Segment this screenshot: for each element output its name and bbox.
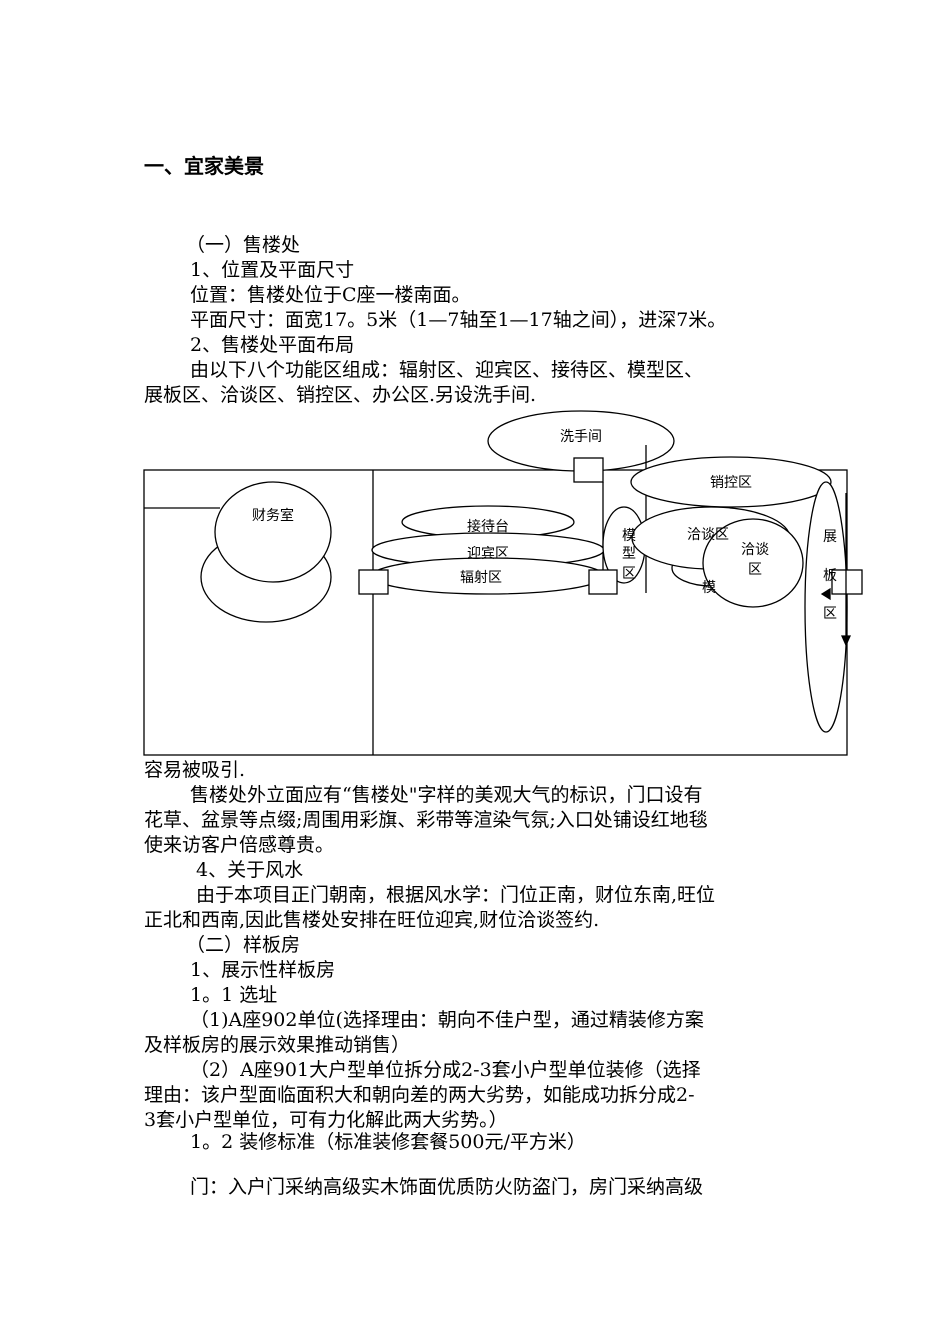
display-label: 展 xyxy=(823,529,837,545)
subsection-title: （二）样板房 xyxy=(186,934,301,956)
item-heading: 1、位置及平面尺寸 xyxy=(190,259,355,281)
reception-desk-label: 接待台 xyxy=(467,518,509,535)
arrow-down-icon xyxy=(840,635,852,647)
negotiation-label: 洽谈区 xyxy=(687,527,729,543)
door-icon xyxy=(831,569,863,595)
subsection-title: （一）售楼处 xyxy=(186,234,301,256)
model-label: 型 xyxy=(622,546,636,562)
paragraph: 理由：该户型面临面积大和朝向差的两大劣势，如能成功拆分成2- xyxy=(144,1084,695,1106)
door-icon xyxy=(358,569,389,595)
arrow-left-icon xyxy=(820,587,831,601)
radiation-label: 辐射区 xyxy=(460,570,502,586)
model-label: 区 xyxy=(622,566,636,582)
paragraph: 由以下八个功能区组成：辐射区、迎宾区、接待区、模型区、 xyxy=(190,359,704,381)
display-ellipse xyxy=(804,481,848,733)
model-label: 模 xyxy=(622,528,636,544)
item-heading: 4、关于风水 xyxy=(196,859,304,881)
paragraph: 由于本项目正门朝南，根据风水学：门位正南，财位东南,旺位 xyxy=(196,884,716,906)
paragraph: （1)A座902单位(选择理由：朝向不佳户型，通过精装修方案 xyxy=(190,1009,704,1031)
display-label: 板 xyxy=(823,568,837,584)
paragraph: 3套小户型单位，可有力化解此两大劣势。） xyxy=(144,1109,508,1131)
finance-label: 财务室 xyxy=(252,507,294,524)
paragraph: 正北和西南,因此售楼处安排在旺位迎宾,财位洽谈签约. xyxy=(144,909,600,931)
finance-ellipse xyxy=(214,481,332,583)
paragraph: （2）A座901大户型单位拆分成2-3套小户型单位装修（选择 xyxy=(190,1059,701,1081)
paragraph: 及样板房的展示效果推动销售） xyxy=(144,1034,411,1056)
paragraph: 展板区、洽谈区、销控区、办公区.另设洗手间. xyxy=(144,384,537,406)
negotiation-label: 洽谈 xyxy=(741,542,769,558)
hidden-model-label: 模 xyxy=(702,580,716,596)
item-heading: 1、展示性样板房 xyxy=(190,959,336,981)
section-heading: 一、宜家美景 xyxy=(144,154,264,178)
paragraph: 售楼处外立面应有“售楼处"字样的美观大气的标识，门口设有 xyxy=(190,784,703,806)
door-icon xyxy=(588,569,618,595)
negotiation-label: 区 xyxy=(748,562,762,578)
sales-control-ellipse xyxy=(630,456,832,508)
paragraph: 使来访客户倍感尊贵。 xyxy=(144,834,335,856)
paragraph: 门：入户门采纳高级实木饰面优质防火防盗门，房门采纳高级 xyxy=(190,1176,704,1198)
item-heading: 1。1 选址 xyxy=(190,984,278,1006)
paragraph: 花草、盆景等点缀;周围用彩旗、彩带等渲染气氛;入口处铺设红地毯 xyxy=(144,809,708,831)
welcome-label: 迎宾区 xyxy=(467,546,509,562)
paragraph: 容易被吸引. xyxy=(144,759,246,781)
negotiation-ellipse-2 xyxy=(702,518,804,608)
display-label: 区 xyxy=(823,606,837,622)
washroom-label: 洗手间 xyxy=(560,429,602,445)
door-icon xyxy=(573,457,604,483)
item-heading: 2、售楼处平面布局 xyxy=(190,334,355,356)
item-heading: 1。2 装修标准（标准装修套餐500元/平方米） xyxy=(190,1131,586,1153)
paragraph: 位置：售楼处位于C座一楼南面。 xyxy=(190,284,471,306)
sales-control-label: 销控区 xyxy=(710,475,752,491)
paragraph: 平面尺寸：面宽17。5米（1—7轴至1—17轴之间），进深7米。 xyxy=(190,309,727,331)
